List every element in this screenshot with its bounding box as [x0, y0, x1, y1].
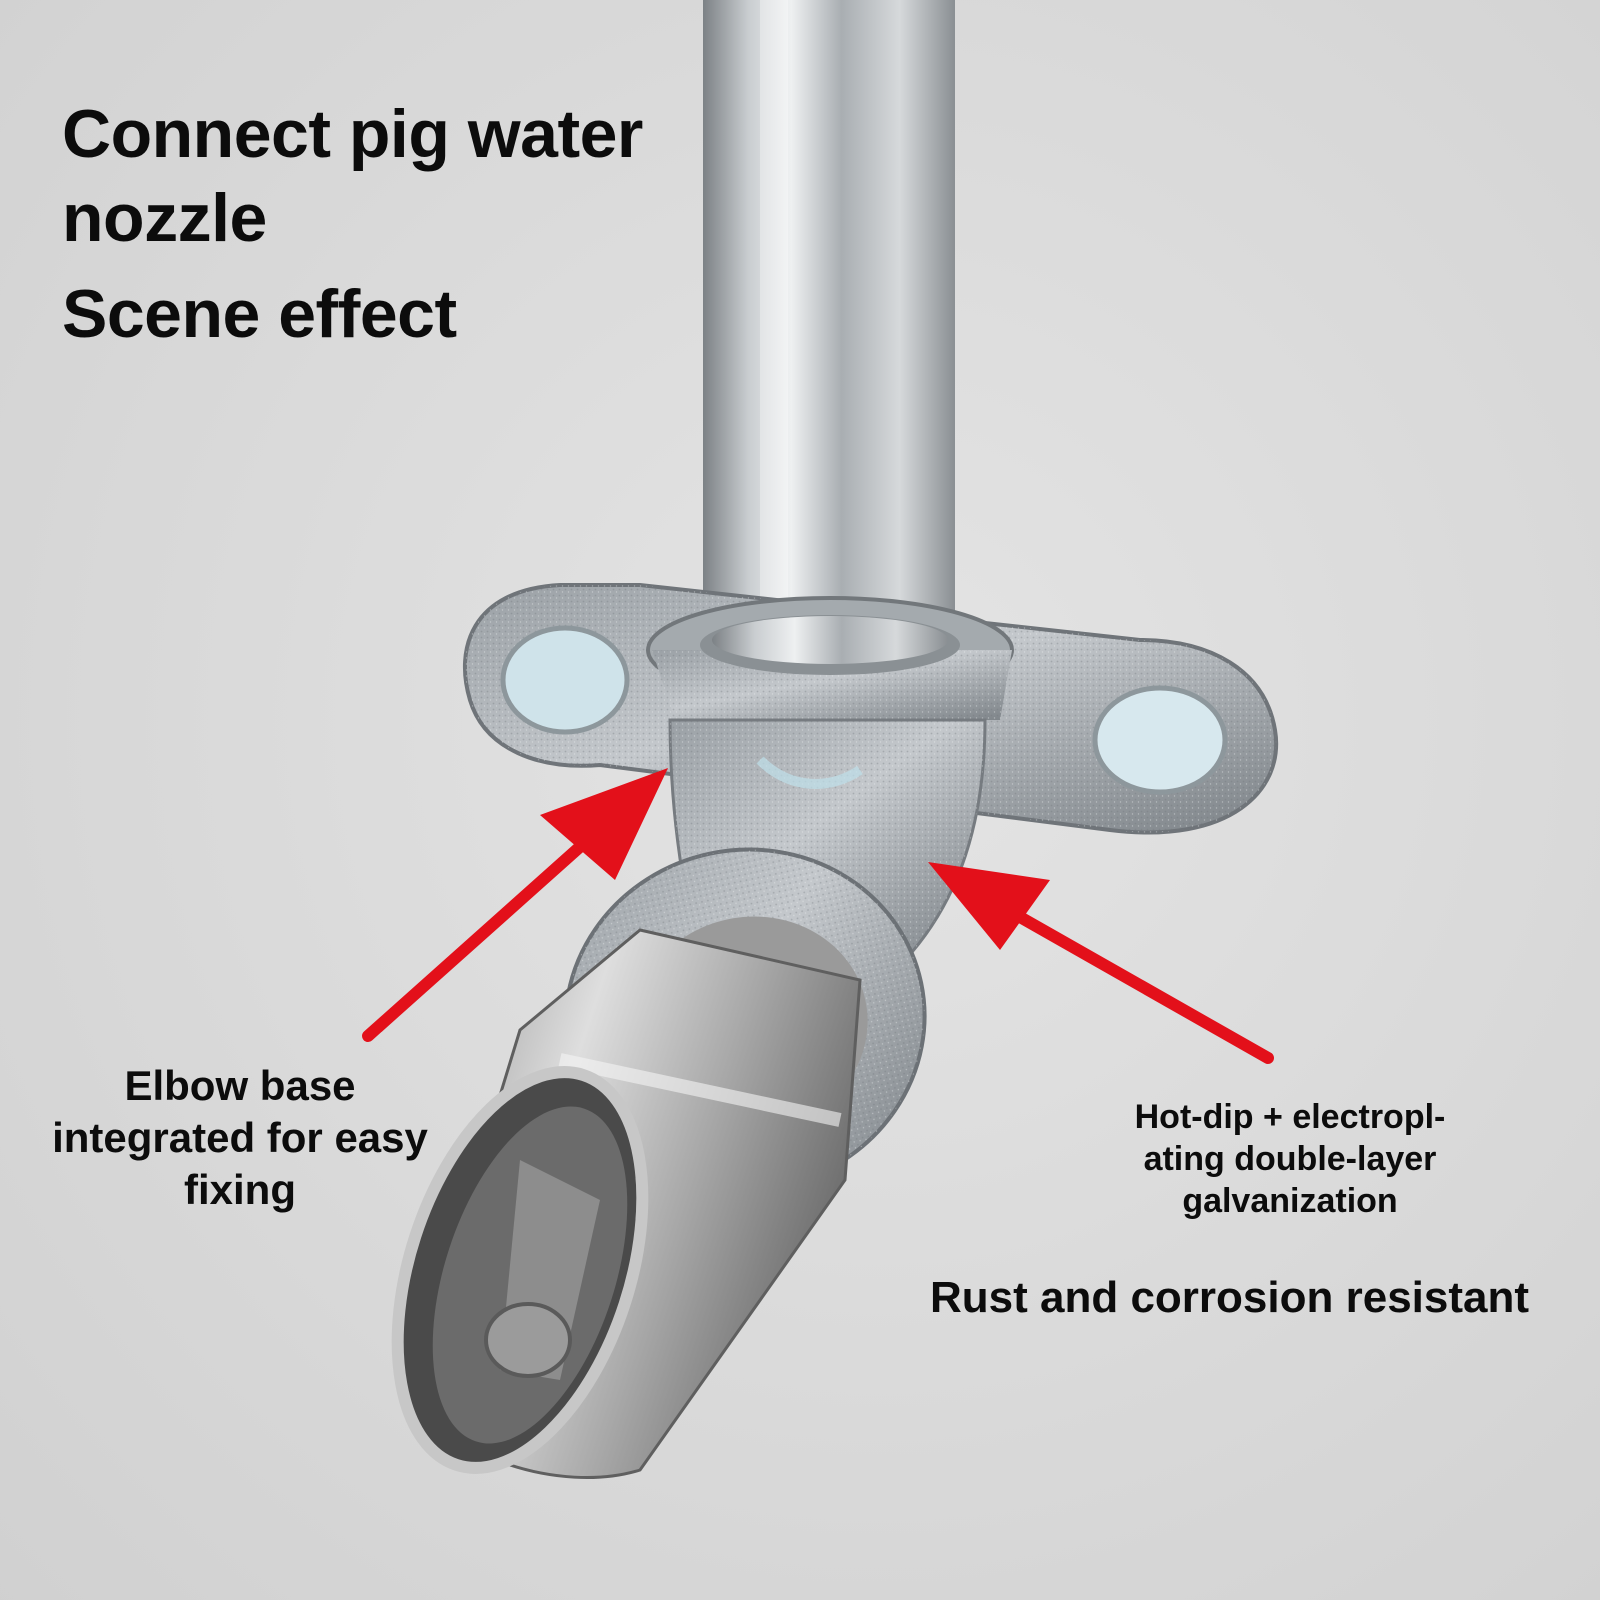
arrow-galvanization	[928, 862, 1274, 1064]
title-line-1: Connect pig water nozzle	[62, 96, 643, 256]
right-screw-hole	[1092, 685, 1228, 795]
elbow-base-caption: Elbow base integrated for easy fixing	[52, 1062, 428, 1213]
arrow-elbow-base	[362, 768, 668, 1042]
left-screw-hole	[500, 625, 630, 735]
title-line-2: Scene effect	[62, 276, 457, 352]
water-nozzle	[391, 928, 862, 1479]
galvanization-caption: Hot-dip + electropl-ating double-layer g…	[1134, 1098, 1446, 1220]
rust-resistance-caption: Rust and corrosion resistant	[930, 1273, 1530, 1322]
